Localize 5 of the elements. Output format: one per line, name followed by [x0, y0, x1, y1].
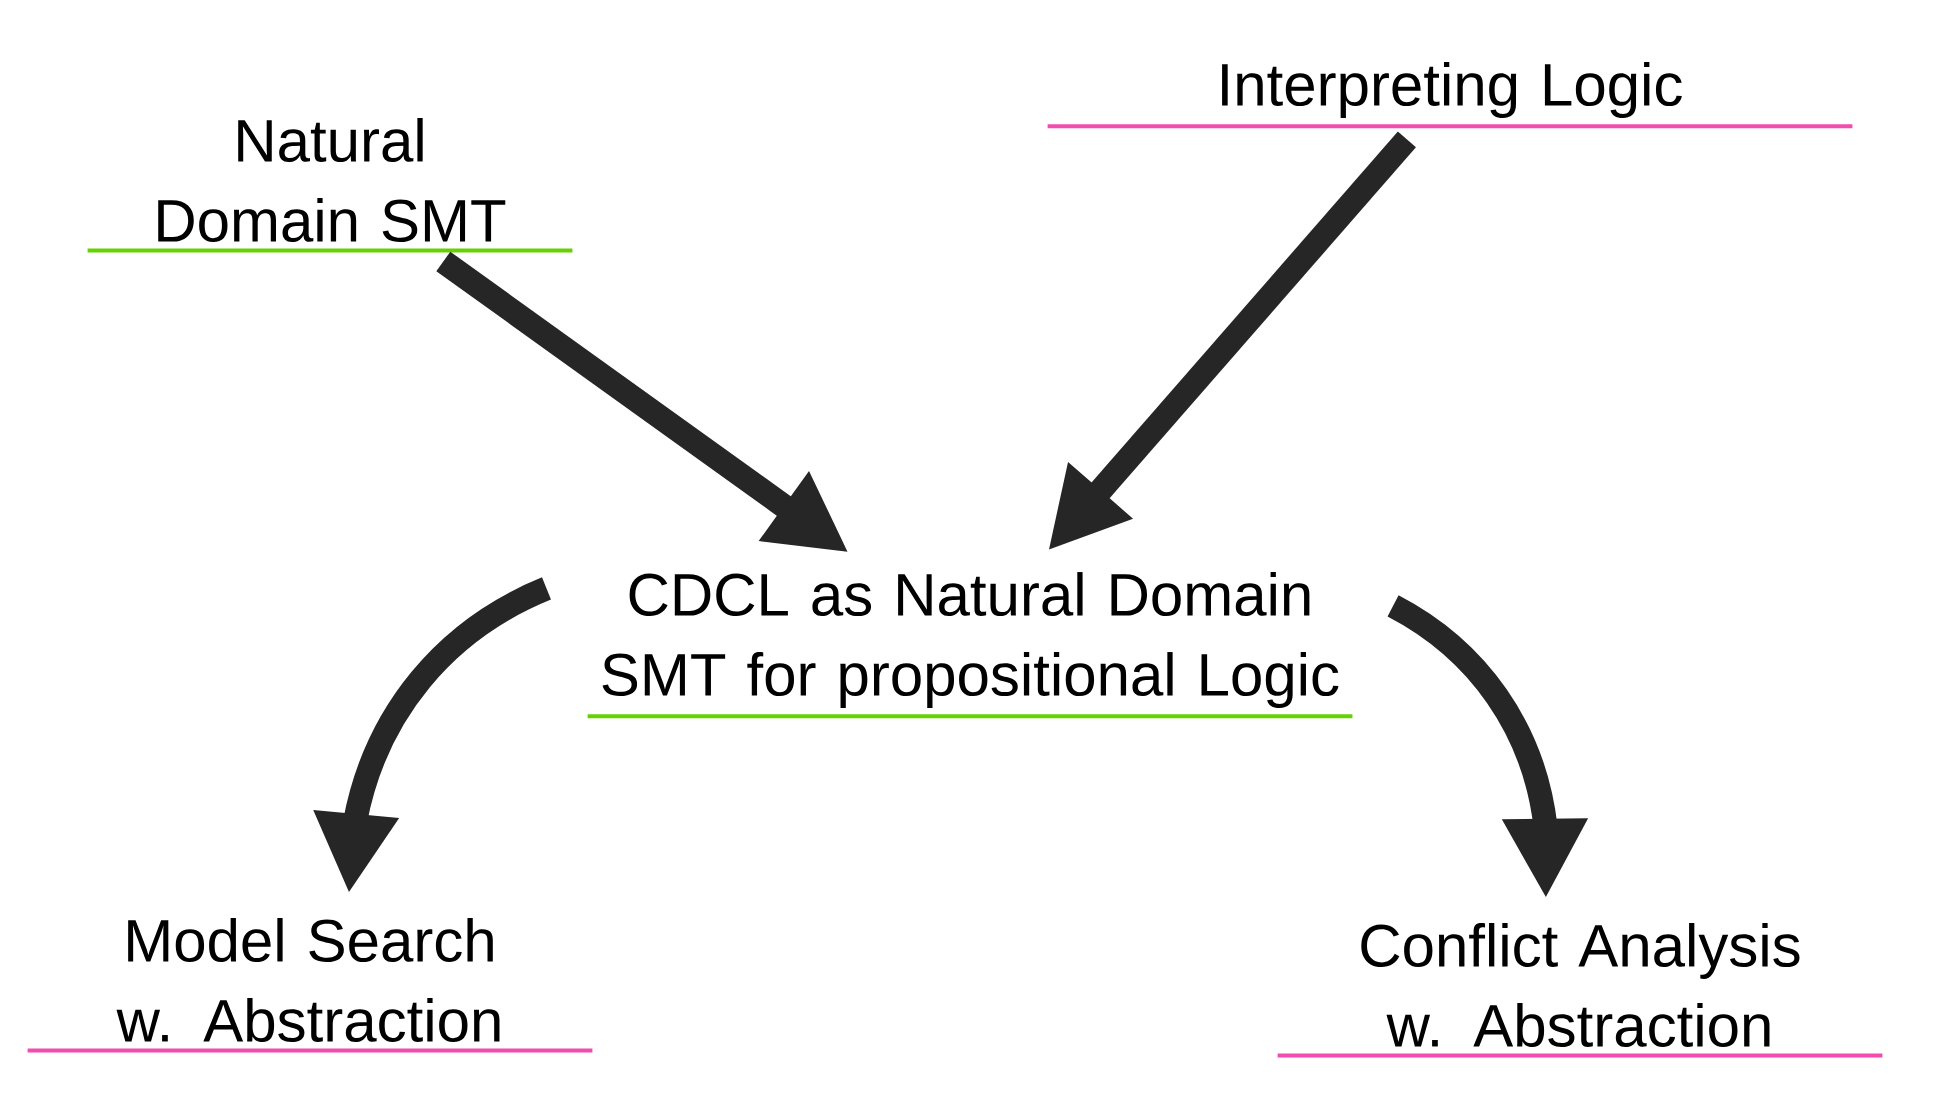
handwritten-label: Model Search w. Abstraction [116, 918, 500, 1043]
handwritten-label: Interpreting Logic [1222, 62, 1682, 118]
handwritten-label: CDCL as Natural Domain SMT for propositional Logic [602, 572, 1339, 708]
handwritten-label: Natural Domain SMT [158, 118, 506, 243]
handwritten-label: Conflict Analysis w. Abstraction [1361, 923, 1800, 1048]
